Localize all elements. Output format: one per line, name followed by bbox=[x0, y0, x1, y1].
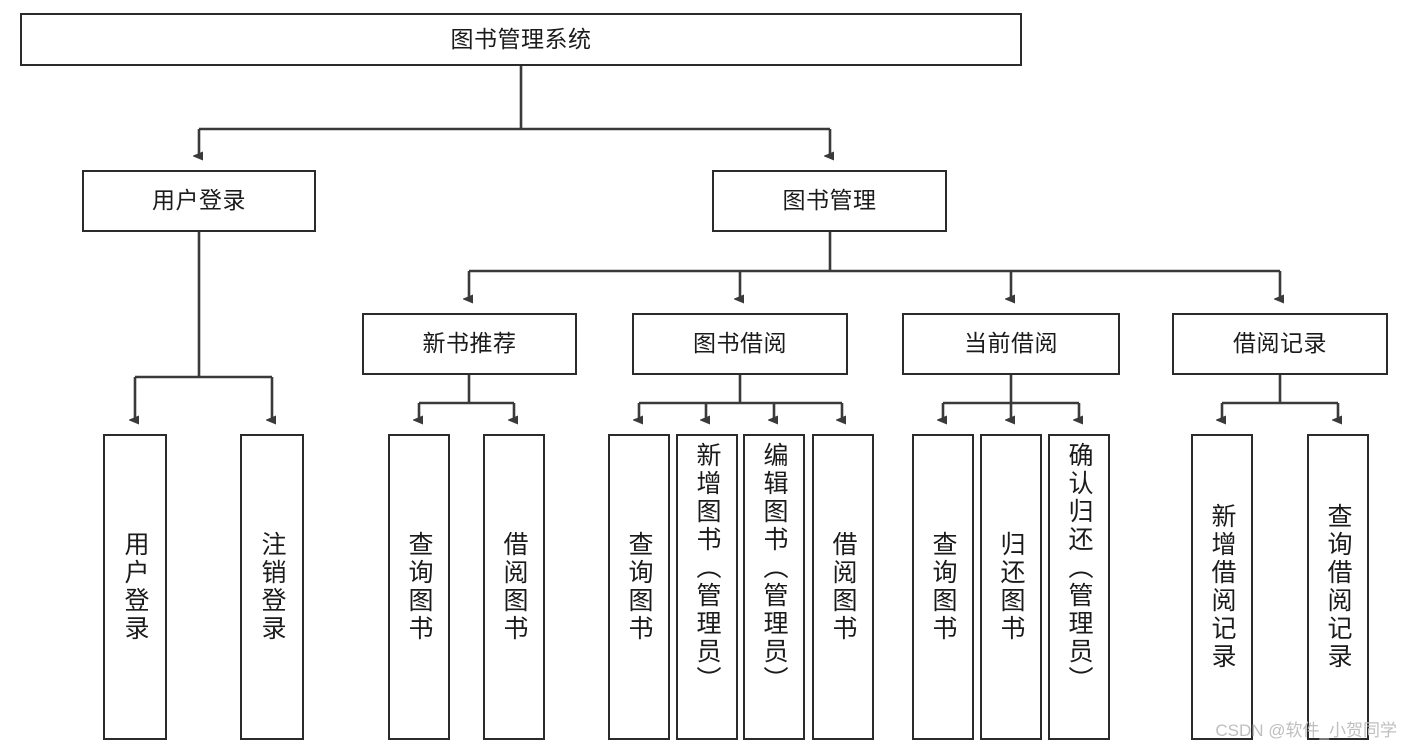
leaf-current-return-book[interactable]: 归还图书 bbox=[980, 434, 1042, 740]
leaf-borrow-query-book[interactable]: 查询图书 bbox=[608, 434, 670, 740]
leaf-user-login-logout[interactable]: 注销登录 bbox=[240, 434, 304, 740]
node-current-borrow[interactable]: 当前借阅 bbox=[902, 313, 1120, 375]
csdn-watermark: CSDN @软件_小贺同学 bbox=[1215, 721, 1397, 740]
node-label: 用户登录 bbox=[121, 531, 149, 643]
node-label: 新增图书（管理员） bbox=[693, 442, 721, 694]
leaf-records-query-record[interactable]: 查询借阅记录 bbox=[1307, 434, 1369, 740]
node-label: 借阅图书 bbox=[500, 531, 528, 643]
leaf-recommend-borrow-book[interactable]: 借阅图书 bbox=[483, 434, 545, 740]
node-label: 当前借阅 bbox=[964, 330, 1058, 357]
node-label: 查询图书 bbox=[929, 531, 957, 643]
leaf-user-login-login[interactable]: 用户登录 bbox=[103, 434, 167, 740]
node-label: 借阅图书 bbox=[829, 531, 857, 643]
node-label: 图书管理 bbox=[782, 187, 877, 214]
node-borrow-records[interactable]: 借阅记录 bbox=[1172, 313, 1388, 375]
node-label: 查询图书 bbox=[405, 531, 433, 643]
node-book-management[interactable]: 图书管理 bbox=[712, 170, 947, 232]
node-label: 归还图书 bbox=[997, 531, 1025, 643]
leaf-borrow-borrow-book[interactable]: 借阅图书 bbox=[812, 434, 874, 740]
leaf-current-query-book[interactable]: 查询图书 bbox=[912, 434, 974, 740]
node-label: 编辑图书（管理员） bbox=[760, 442, 788, 694]
node-label: 查询借阅记录 bbox=[1324, 503, 1352, 671]
node-label: 借阅记录 bbox=[1233, 330, 1327, 357]
node-new-book-recommend[interactable]: 新书推荐 bbox=[362, 313, 577, 375]
node-label: 新增借阅记录 bbox=[1208, 503, 1236, 671]
node-label: 注销登录 bbox=[258, 531, 286, 643]
leaf-current-confirm-return-admin[interactable]: 确认归还（管理员） bbox=[1048, 434, 1110, 740]
leaf-records-add-record[interactable]: 新增借阅记录 bbox=[1191, 434, 1253, 740]
node-label: 查询图书 bbox=[625, 531, 653, 643]
node-label: 图书借阅 bbox=[693, 330, 787, 357]
node-user-login[interactable]: 用户登录 bbox=[82, 170, 316, 232]
node-label: 图书管理系统 bbox=[450, 25, 592, 52]
leaf-borrow-add-book-admin[interactable]: 新增图书（管理员） bbox=[676, 434, 738, 740]
node-label: 确认归还（管理员） bbox=[1065, 442, 1093, 694]
node-label: 用户登录 bbox=[152, 187, 246, 214]
node-root-system[interactable]: 图书管理系统 bbox=[20, 13, 1022, 66]
node-book-borrow[interactable]: 图书借阅 bbox=[632, 313, 848, 375]
leaf-recommend-query-book[interactable]: 查询图书 bbox=[388, 434, 450, 740]
leaf-borrow-edit-book-admin[interactable]: 编辑图书（管理员） bbox=[743, 434, 805, 740]
node-label: 新书推荐 bbox=[422, 330, 517, 357]
